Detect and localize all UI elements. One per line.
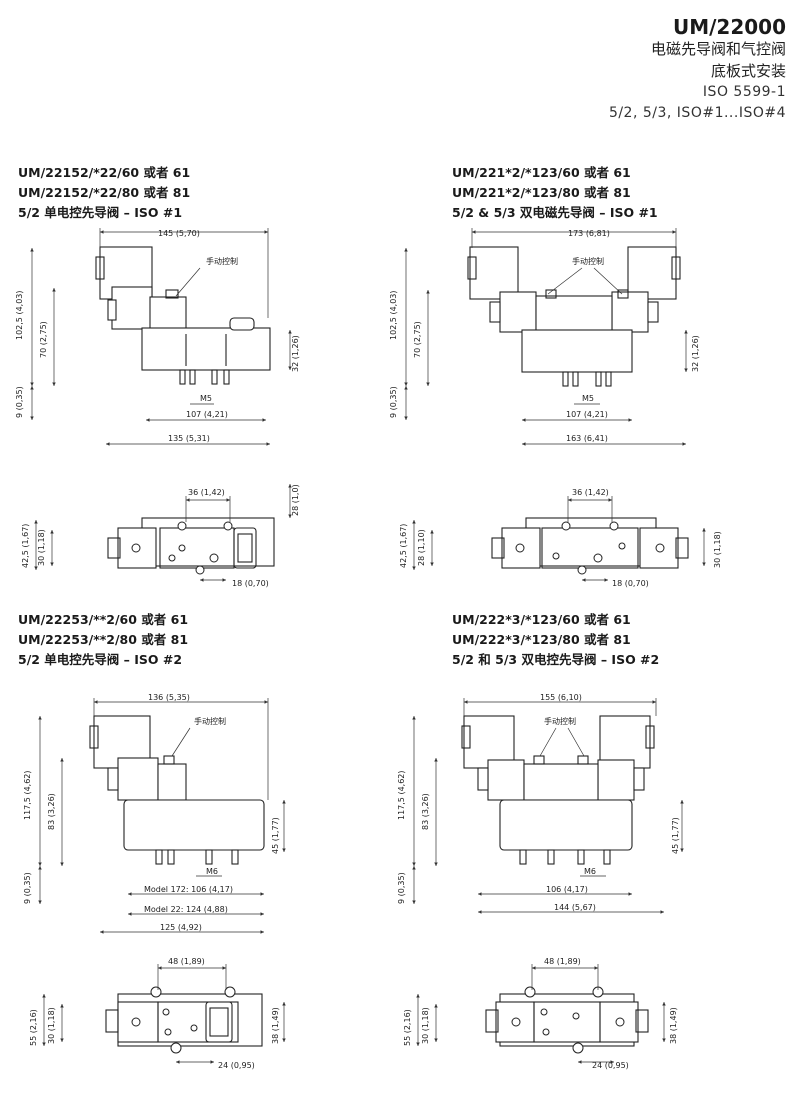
dim-model-172: Model 172: 106 (4,17) bbox=[144, 885, 233, 894]
valve-body bbox=[521, 329, 633, 373]
section-3-side-view: 136 (5,35) 手动控制 117,5 (4,62) 83 (3,26) 4… bbox=[23, 693, 286, 934]
section-2-plan-view: 36 (1,42) 30 (1,18) 42,5 (1,67) 28 (1,10… bbox=[399, 488, 722, 588]
section-1-caption: UM/22152/*22/60 或者 61 UM/22152/*22/80 或者… bbox=[18, 165, 191, 220]
dim-top-width: 173 (6,81) bbox=[568, 229, 610, 238]
model-title: UM/22000 bbox=[672, 15, 786, 39]
plan-dim-left-inner: 28 (1,10) bbox=[417, 529, 426, 566]
dim-bottom-width: 163 (6,41) bbox=[566, 434, 608, 443]
pilot-block bbox=[157, 763, 187, 801]
dim-right-height: 45 (1,77) bbox=[271, 817, 280, 854]
plan-dim-top: 36 (1,42) bbox=[572, 488, 609, 497]
section-2-side-view: 173 (6,81) 手动控制 102,5 (4,03) 70 (2,75) 3… bbox=[389, 228, 700, 446]
thread-size: M5 bbox=[200, 394, 212, 403]
section-4-caption: UM/222*3/*123/60 或者 61 UM/222*3/*123/80 … bbox=[452, 612, 660, 667]
valve-body bbox=[499, 799, 633, 851]
dim-bottom-offset: 9 (0,35) bbox=[23, 872, 32, 904]
section-1-side-view: 145 (5,70) 手动控制 102,5 (4,03) 70 (2,75) 3… bbox=[15, 228, 300, 446]
dim-body-height: 70 (2,75) bbox=[39, 321, 48, 358]
plan-dim-left-outer: 55 (2,16) bbox=[29, 1009, 38, 1046]
plan-dim-right: 38 (1,49) bbox=[271, 1007, 280, 1044]
dim-total-height: 102,5 (4,03) bbox=[15, 291, 24, 341]
dim-right-height: 32 (1,26) bbox=[291, 335, 300, 372]
pilot-block bbox=[523, 763, 599, 801]
plan-dim-top: 48 (1,89) bbox=[168, 957, 205, 966]
plan-dim-bottom: 18 (0,70) bbox=[232, 579, 269, 588]
dim-bottom-offset: 9 (0,35) bbox=[397, 872, 406, 904]
section-4-side-view: 155 (6,10) 手动控制 117,5 (4,62) 83 (3,26) 4… bbox=[397, 693, 684, 914]
connector-plug bbox=[95, 256, 105, 280]
solenoid-body-left bbox=[487, 759, 525, 801]
dim-right-height: 45 (1,77) bbox=[671, 817, 680, 854]
dim-total-height: 102,5 (4,03) bbox=[389, 291, 398, 341]
dim-bottom-width: 125 (4,92) bbox=[160, 923, 202, 932]
plan-dim-right: 30 (1,18) bbox=[713, 531, 722, 568]
dim-bottom-offset: 9 (0,35) bbox=[15, 386, 24, 418]
plan-dim-right: 28 (1,0) bbox=[291, 484, 300, 516]
plan-dim-left-inner: 30 (1,18) bbox=[37, 529, 46, 566]
manual-override-label: 手动控制 bbox=[194, 716, 226, 726]
dim-mid-width: 106 (4,17) bbox=[546, 885, 588, 894]
dim-right-height: 32 (1,26) bbox=[691, 335, 700, 372]
pilot-block bbox=[535, 295, 613, 333]
plan-dim-top: 36 (1,42) bbox=[188, 488, 225, 497]
mounting-type: 底板式安装 bbox=[710, 62, 786, 80]
plan-dim-bottom: 24 (0,95) bbox=[592, 1061, 629, 1070]
section-1-plan-view: 36 (1,42) 28 (1,0) 42,5 (1,67) 30 (1,18)… bbox=[21, 484, 300, 588]
end-cap bbox=[229, 317, 255, 331]
pilot-cap bbox=[107, 299, 117, 321]
manual-override-label: 手动控制 bbox=[572, 256, 604, 266]
dim-bottom-offset: 9 (0,35) bbox=[389, 386, 398, 418]
dim-mid-width: 107 (4,21) bbox=[186, 410, 228, 419]
plan-dim-left-outer: 42,5 (1,67) bbox=[21, 524, 30, 568]
section-4-plan-view: 48 (1,89) 38 (1,49) 55 (2,16) 30 (1,18) … bbox=[403, 957, 678, 1070]
thread-size: M6 bbox=[584, 867, 596, 876]
product-name: 电磁先导阀和气控阀 bbox=[650, 40, 786, 58]
plan-dim-bottom: 18 (0,70) bbox=[612, 579, 649, 588]
base-plate bbox=[141, 517, 275, 567]
dim-bottom-width: 135 (5,31) bbox=[168, 434, 210, 443]
section-2-caption: UM/221*2/*123/60 或者 61 UM/221*2/*123/80 … bbox=[452, 165, 658, 220]
solenoid-body-left bbox=[499, 291, 537, 333]
dim-body-height: 70 (2,75) bbox=[413, 321, 422, 358]
valve-body bbox=[123, 799, 265, 851]
plan-dim-left-inner: 30 (1,18) bbox=[421, 1007, 430, 1044]
dim-total-height: 117,5 (4,62) bbox=[397, 771, 406, 821]
solenoid-coil-left bbox=[469, 246, 519, 300]
solenoid-coil-right bbox=[627, 246, 677, 300]
pilot-block bbox=[149, 296, 187, 330]
dim-total-height: 117,5 (4,62) bbox=[23, 771, 32, 821]
solenoid-body-right bbox=[597, 759, 635, 801]
plan-dim-bottom: 24 (0,95) bbox=[218, 1061, 255, 1070]
iso-standard: ISO 5599-1 bbox=[702, 84, 786, 100]
dim-body-height: 83 (3,26) bbox=[421, 793, 430, 830]
solenoid-body bbox=[111, 286, 153, 330]
section-3-caption: UM/22253/**2/60 或者 61 UM/22253/**2/80 或者… bbox=[18, 612, 189, 667]
dim-mid-width: 107 (4,21) bbox=[566, 410, 608, 419]
section-3-plan-view: 48 (1,89) 38 (1,49) 55 (2,16) 30 (1,18) … bbox=[29, 957, 286, 1070]
plan-dim-left-outer: 42,5 (1,67) bbox=[399, 524, 408, 568]
plan-dim-left-outer: 55 (2,16) bbox=[403, 1009, 412, 1046]
document-header: UM/22000 电磁先导阀和气控阀 底板式安装 ISO 5599-1 5/2,… bbox=[609, 16, 786, 124]
plan-dim-right: 38 (1,49) bbox=[669, 1007, 678, 1044]
thread-size: M6 bbox=[206, 867, 218, 876]
manual-override-label: 手动控制 bbox=[544, 716, 576, 726]
plan-dim-left-inner: 30 (1,18) bbox=[47, 1007, 56, 1044]
dim-top-width: 136 (5,35) bbox=[148, 693, 190, 702]
valve-body bbox=[141, 327, 271, 371]
dim-bottom-width: 144 (5,67) bbox=[554, 903, 596, 912]
dim-body-height: 83 (3,26) bbox=[47, 793, 56, 830]
function-range: 5/2, 5/3, ISO#1...ISO#4 bbox=[608, 105, 786, 121]
dim-model-22: Model 22: 124 (4,88) bbox=[144, 905, 228, 914]
thread-size: M5 bbox=[582, 394, 594, 403]
dim-top-width: 155 (6,10) bbox=[540, 693, 582, 702]
solenoid-body bbox=[117, 757, 159, 801]
solenoid-body-right bbox=[611, 291, 649, 333]
base-plate bbox=[525, 517, 657, 567]
plan-dim-top: 48 (1,89) bbox=[544, 957, 581, 966]
manual-override-label: 手动控制 bbox=[206, 256, 238, 266]
dim-top-width: 145 (5,70) bbox=[158, 229, 200, 238]
